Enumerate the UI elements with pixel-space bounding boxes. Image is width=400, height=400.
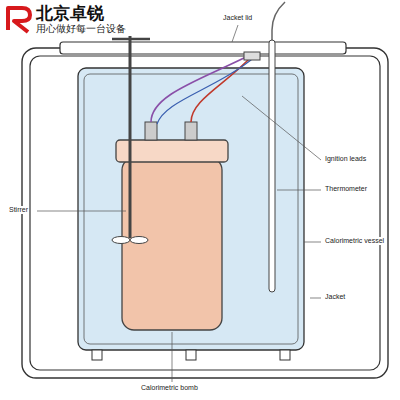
ignition-lead xyxy=(157,56,256,124)
bomb-cap xyxy=(116,140,228,162)
part-label: Ignition leads xyxy=(324,155,367,163)
vessel-inner-wall xyxy=(84,74,298,344)
jacket-outer xyxy=(22,48,388,378)
part-label: Stirrer xyxy=(8,206,29,214)
bomb-body xyxy=(122,158,222,330)
logo-mark xyxy=(8,8,30,32)
bomb-valve xyxy=(185,122,197,140)
stirrer-handle xyxy=(112,38,150,41)
stirrer-shaft xyxy=(129,36,132,238)
part-label: Jacket lid xyxy=(222,14,253,22)
part-label: Calorimetric vessel xyxy=(324,237,385,245)
lead-connector xyxy=(244,52,260,60)
jacket-inner xyxy=(30,56,380,370)
stirrer-blade xyxy=(130,237,148,244)
part-label: Calorimetric bomb xyxy=(140,384,199,392)
vessel-foot xyxy=(280,350,290,360)
vessel-foot xyxy=(92,350,102,360)
stirrer-blade xyxy=(112,237,130,244)
thermometer-cable xyxy=(272,2,285,44)
part-label: Jacket xyxy=(324,293,346,301)
bomb-valve xyxy=(145,122,157,140)
brand-name: 北京卓锐 xyxy=(36,4,104,24)
part-label: Thermometer xyxy=(324,185,368,193)
thermometer xyxy=(269,40,275,292)
vessel-foot xyxy=(186,350,196,360)
brand-slogan: 用心做好每一台设备 xyxy=(36,24,126,35)
jacket-lid xyxy=(60,42,346,54)
leader-lines xyxy=(37,25,321,382)
